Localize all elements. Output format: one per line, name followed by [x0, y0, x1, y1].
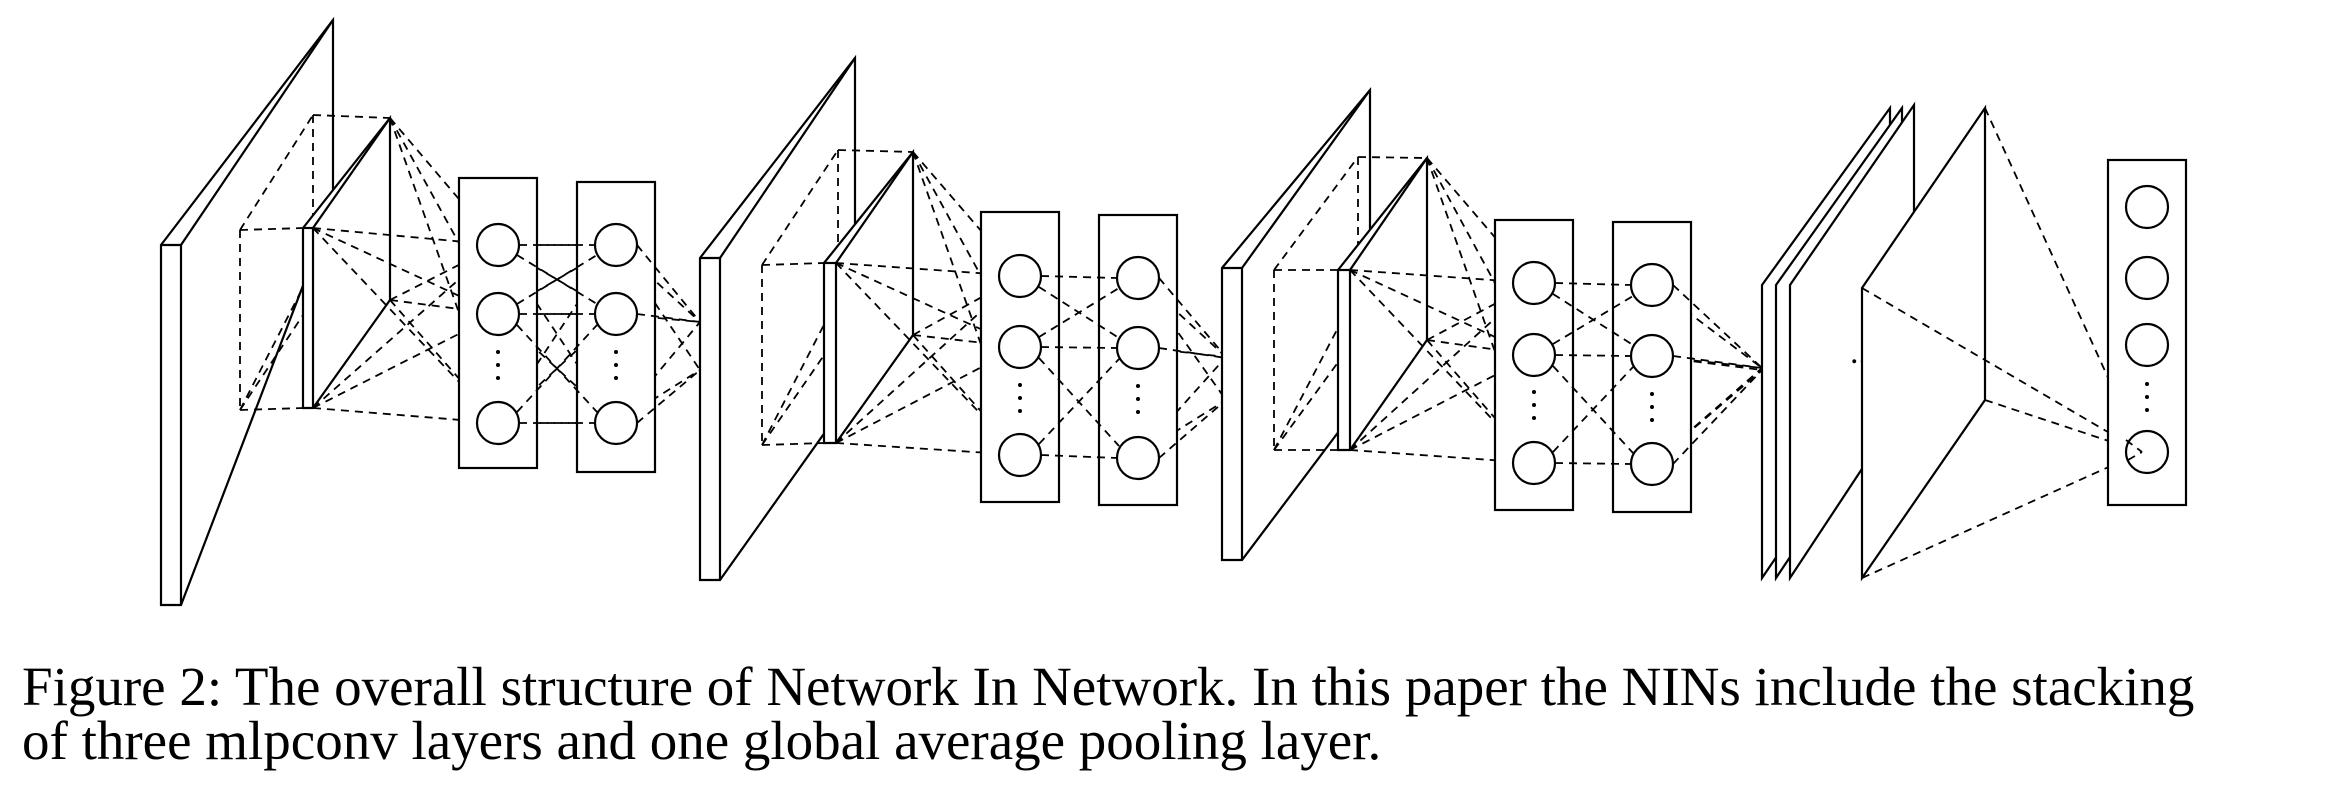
neuron-unit — [475, 222, 521, 268]
neuron-unit — [475, 291, 521, 337]
neuron-unit — [475, 400, 521, 446]
mlp-column-1b — [575, 180, 657, 474]
output-neuron — [2124, 184, 2170, 230]
mlp-column-3b — [1611, 220, 1693, 514]
caption-line-2: of three mlpconv layers and one global a… — [22, 710, 1382, 771]
vertical-ellipsis — [1650, 392, 1654, 422]
output-neuron — [2124, 255, 2170, 301]
neuron-unit — [593, 222, 639, 268]
caption-line-1: Figure 2: The overall structure of Netwo… — [22, 656, 2195, 717]
global-average-pooling-stage: ... — [1760, 101, 2188, 582]
vertical-ellipsis — [2145, 382, 2149, 412]
input-feature-map-1 — [159, 16, 335, 607]
neuron-unit — [1629, 441, 1675, 487]
vertical-ellipsis — [496, 350, 500, 380]
input-feature-map-3 — [1220, 86, 1372, 562]
neuron-unit — [997, 324, 1043, 370]
neuron-unit — [1511, 440, 1557, 486]
neuron-unit — [593, 400, 639, 446]
mlpconv-stage-1 — [159, 16, 701, 607]
neuron-unit — [1115, 325, 1161, 371]
input-feature-map-2 — [698, 54, 857, 582]
neuron-unit — [1115, 255, 1161, 301]
mlp-column-1a — [457, 176, 539, 470]
vertical-ellipsis — [1018, 383, 1022, 413]
vertical-ellipsis — [1532, 390, 1536, 420]
neuron-unit — [997, 432, 1043, 478]
neuron-unit — [1511, 332, 1557, 378]
neuron-unit — [593, 291, 639, 337]
neuron-unit — [1511, 260, 1557, 306]
mlpconv-stage-2 — [698, 54, 1227, 582]
output-unit-column — [2106, 158, 2188, 507]
mlp-column-3a — [1493, 218, 1575, 512]
mlpconv-stage-3 — [1220, 86, 1763, 562]
neuron-unit — [997, 253, 1043, 299]
nin-architecture-diagram: ... — [159, 16, 2188, 607]
neuron-unit — [1115, 435, 1161, 481]
mlp-column-2b — [1097, 213, 1179, 507]
neuron-unit — [1629, 333, 1675, 379]
output-neuron — [2124, 322, 2170, 368]
feature-map-stack — [1760, 101, 1916, 582]
figure-caption: Figure 2: The overall structure of Netwo… — [22, 656, 2342, 771]
vertical-ellipsis — [1136, 384, 1140, 414]
mlp-column-2a — [979, 210, 1061, 504]
output-neuron — [2124, 429, 2170, 475]
vertical-ellipsis — [614, 350, 618, 380]
neuron-unit — [1629, 262, 1675, 308]
